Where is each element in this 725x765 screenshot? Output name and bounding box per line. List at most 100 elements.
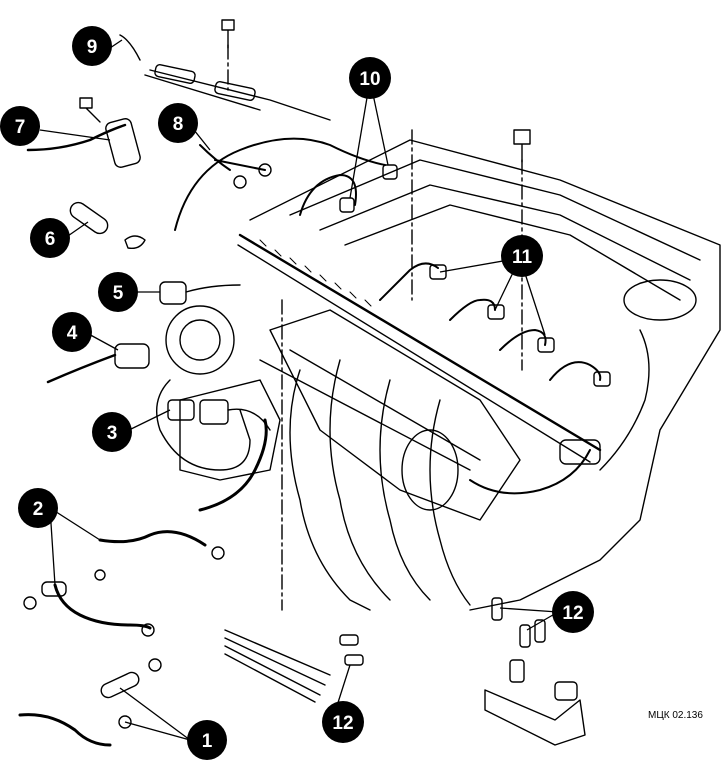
callout-12-right-label: 12 [562,603,583,624]
callouts: 1 2 3 4 5 6 7 8 [0,26,594,760]
clip-6 [124,235,146,250]
valve-cover-top [289,159,701,261]
callout-4-badge [52,312,92,352]
callout-5-badge [98,272,138,312]
callout-12-bottom: 12 [322,701,364,743]
hose-1-left [18,713,112,747]
valve-12a [509,659,525,683]
bracket-slot-2 [214,81,256,101]
vacuum-lines [224,629,331,703]
sensor-body-7 [105,118,141,168]
leader-1 [119,687,191,741]
clamp-2d [141,623,155,637]
callout-12-bottom-label: 12 [332,713,353,734]
leader-12b [499,607,559,631]
harness-8 [199,144,266,171]
callout-3: 3 [92,412,132,452]
callout-8: 8 [158,103,198,143]
callout-11-badge [501,235,543,277]
coolant-hose-long [198,418,268,512]
connector-3a [167,399,195,421]
leader-7 [39,129,111,141]
valve-bracket-12 [484,689,586,746]
connector-8b [258,163,272,177]
injector-connector-4 [593,371,611,387]
hose-2-lower [53,583,152,630]
fuel-rail-lower [237,244,591,463]
clamp-1b [118,715,132,729]
leader-9 [109,39,123,49]
injector-connector-1 [429,264,447,280]
callout-1: 1 [187,720,227,760]
fuel-rail [238,233,602,452]
hose-piece-6 [69,201,109,235]
callout-4-label: 4 [67,323,78,344]
harness-loop-1 [299,174,357,216]
throttle-body [165,305,235,375]
cover-front-edge [599,329,650,471]
callout-11: 11 [501,235,543,277]
intake-runner-3 [379,379,431,601]
figure-code: МЦК 02.136 [648,710,703,721]
injector-connector-2 [487,304,505,320]
harness-main [174,137,386,231]
callout-1-badge [187,720,227,760]
callout-9-label: 9 [87,37,98,58]
clamp-2b [94,569,106,581]
harness-to-injector-4 [549,361,602,381]
bolt-top [221,19,235,49]
cylinder-head-outline [249,139,721,611]
callout-12-bottom-badge [322,701,364,743]
vacuum-connector-a [339,634,359,646]
intake-runner-4 [429,399,471,606]
callout-1-label: 1 [202,731,213,752]
oil-cap [623,279,697,321]
connector-10b [382,164,398,180]
harness-to-injector-1 [379,262,439,301]
clamp-1a [148,658,162,672]
callout-2-label: 2 [33,499,44,520]
callout-2: 2 [18,488,58,528]
vacuum-tube-12c [534,619,546,643]
throttle-bore [179,319,221,361]
engine-drawing [18,19,721,747]
throttle-housing [179,379,281,481]
sensor-cable-7 [26,123,127,152]
bolt-7 [79,97,101,123]
callout-8-badge [158,103,198,143]
callout-10-label: 10 [359,69,380,90]
connector-5 [159,281,187,305]
manifold-plenum [269,309,521,521]
cover-ridge [319,184,691,301]
callout-9: 9 [72,26,112,66]
callout-9-badge [72,26,112,66]
cable-4 [46,353,117,384]
callout-8-label: 8 [173,114,184,135]
callout-6-label: 6 [45,229,56,250]
callout-12-right: 12 [552,591,594,633]
vacuum-connector-b [344,654,364,666]
callout-2-badge [18,488,58,528]
manifold-flange [259,349,481,471]
leader-3 [124,409,171,433]
bracket-slot-1 [154,64,196,84]
callout-10-badge [349,57,391,99]
harness-rear [469,449,591,495]
hose-2-upper [98,530,207,547]
hose-1-piece [100,671,140,699]
wire-3 [227,408,271,431]
vacuum-tube-12b [519,624,531,648]
callout-12-right-badge [552,591,594,633]
harness-to-injector-2 [449,298,496,321]
injector-connector-3 [537,337,555,353]
runner-port [401,429,459,511]
connector-4 [114,343,150,369]
bolt-11 [513,129,531,163]
intake-runner-1 [289,369,371,611]
connector-10a [339,197,355,213]
callout-5: 5 [98,272,138,312]
fuel-rail-hatch [259,239,372,307]
rail-end-connector [559,439,601,465]
callout-7-badge [0,106,40,146]
